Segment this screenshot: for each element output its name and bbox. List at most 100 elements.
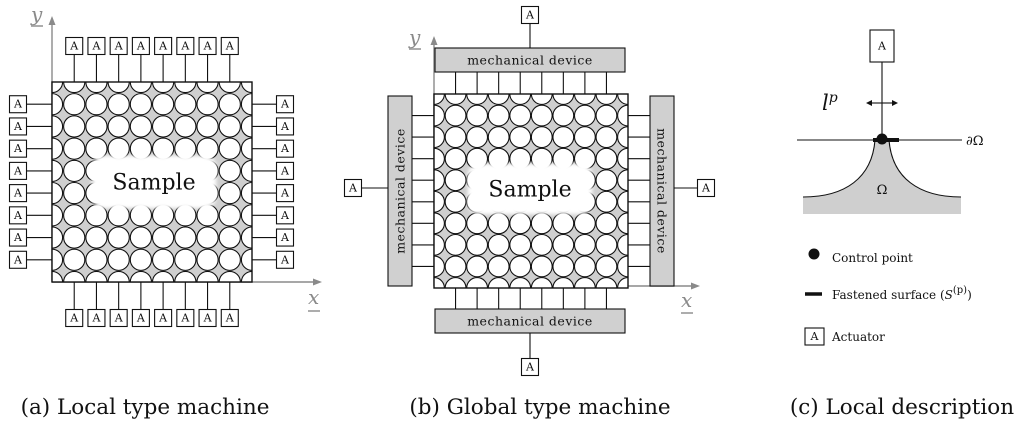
hole: [107, 248, 130, 271]
actuator-label: A: [525, 361, 535, 374]
hole: [129, 248, 153, 271]
actuator-label: A: [180, 40, 190, 53]
hole: [129, 226, 153, 249]
actuator-label: A: [13, 209, 23, 222]
sample-grid-b: [433, 93, 629, 289]
boundary-label: ∂Ω: [966, 134, 984, 149]
hole: [466, 126, 489, 149]
hole: [573, 147, 596, 170]
actuator-label: A: [114, 40, 124, 53]
hole: [530, 233, 553, 256]
actuator-box: [8, 117, 28, 136]
hole: [552, 147, 575, 170]
hole: [487, 233, 510, 256]
control-point: [876, 133, 888, 145]
hole: [107, 226, 130, 249]
hole: [444, 255, 467, 278]
actuator-label: A: [203, 312, 213, 325]
hole: [151, 226, 175, 249]
hole: [63, 137, 86, 160]
hole: [595, 255, 618, 278]
hole: [466, 233, 489, 256]
hole: [63, 204, 86, 227]
actuator-label: A: [280, 209, 290, 222]
hole: [509, 277, 532, 288]
hole: [63, 181, 86, 205]
y-axis-label: y: [408, 25, 421, 49]
actuator-box: [8, 228, 28, 247]
actuator-label: A: [136, 40, 146, 53]
hole: [196, 226, 219, 249]
caption-a: (a) Local type machine: [21, 395, 270, 420]
hole: [487, 212, 510, 235]
length-label: lp: [822, 90, 838, 115]
legend-control-point-icon: [808, 248, 820, 260]
actuator-label: A: [348, 182, 358, 195]
actuator-box: [275, 161, 295, 180]
hole: [85, 204, 108, 227]
length-arrowhead-right: [892, 100, 898, 106]
hole: [552, 94, 575, 105]
actuator-label: A: [877, 40, 887, 53]
device-left-label: mechanical device: [393, 128, 408, 254]
hole: [174, 115, 197, 138]
actuator-label: A: [280, 187, 290, 200]
hole: [85, 137, 108, 160]
length-arrowhead-left: [866, 100, 872, 106]
hole: [573, 233, 596, 256]
actuator-label: A: [525, 9, 535, 22]
hole: [530, 147, 553, 170]
actuator-label: A: [114, 312, 124, 325]
legend-actuator-box-label: A: [810, 330, 820, 343]
hole: [85, 248, 108, 271]
hole: [573, 126, 596, 149]
hole: [595, 104, 618, 127]
hole: [487, 255, 510, 278]
actuator-box: [220, 308, 239, 328]
hole: [466, 147, 489, 170]
actuator-label: A: [69, 312, 79, 325]
hole: [85, 93, 108, 116]
hole: [530, 277, 553, 288]
hole: [63, 115, 86, 138]
hole: [444, 233, 467, 256]
sample-label-group-a: Sample: [98, 162, 210, 202]
hole: [444, 169, 467, 192]
hole: [487, 277, 510, 288]
actuator-box: [87, 308, 106, 328]
hole: [573, 277, 596, 288]
actuator-box: [275, 139, 295, 158]
actuator-box: [154, 308, 173, 328]
actuator-label: A: [280, 98, 290, 111]
sample-label-halo: [474, 170, 586, 208]
legend-actuator-box: [804, 327, 825, 346]
hole: [151, 93, 175, 116]
hole: [573, 255, 596, 278]
legend-actuator: Actuator: [831, 330, 885, 344]
actuator-box: [65, 308, 84, 328]
hole: [218, 226, 241, 249]
hole: [487, 104, 510, 127]
actuator-label: A: [13, 120, 23, 133]
hole: [466, 255, 489, 278]
hole: [444, 190, 467, 213]
actuator-label: A: [225, 40, 235, 53]
hole: [218, 204, 241, 227]
actuator-box: [275, 228, 295, 247]
hole: [151, 248, 175, 271]
hole: [218, 115, 241, 138]
hole: [444, 147, 467, 170]
hole: [530, 212, 553, 235]
actuator-label: A: [280, 231, 290, 244]
actuator-label: A: [91, 312, 101, 325]
device-top: [434, 47, 626, 73]
hole: [129, 93, 153, 116]
actuator-label: A: [13, 231, 23, 244]
actuator-box: [87, 36, 106, 56]
hole: [530, 255, 553, 278]
actuator-label: A: [13, 253, 23, 266]
hole: [530, 94, 553, 105]
x-axis-label: x: [308, 285, 319, 309]
hole: [63, 226, 86, 249]
hole: [487, 126, 510, 149]
